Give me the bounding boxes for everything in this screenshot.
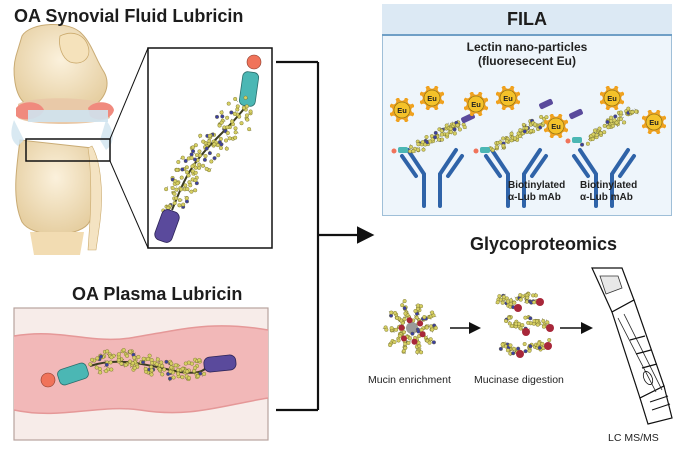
fila-header-bar (382, 4, 672, 36)
enrich-arm-1 (415, 323, 438, 333)
knee-joint-illustration (11, 23, 149, 255)
fila-title: FILA (507, 9, 547, 29)
digest-bead-2 (536, 298, 544, 306)
step-mucinase-digestion: Mucinase digestion (474, 374, 564, 386)
synovial-title: OA Synovial Fluid Lubricin (14, 6, 244, 26)
lc-msms-instrument (591, 267, 673, 425)
enrich-bead-5 (406, 317, 413, 324)
plasma-vessel-box (13, 307, 269, 441)
enrich-bead-3 (400, 335, 407, 342)
step-lc-msms: LC MS/MS (608, 432, 659, 444)
digest-bead-4 (546, 324, 554, 332)
digest-fragment-6 (522, 338, 552, 354)
enrich-bead-2 (411, 338, 418, 345)
glycoproteomics-title: Glycoproteomics (470, 234, 618, 254)
step-mucin-enrichment: Mucin enrichment (368, 374, 451, 386)
mab-label-2: Biotinylated α-Lub mAb (580, 180, 637, 204)
enrich-bead-6 (417, 320, 424, 327)
digest-bead-1 (514, 304, 522, 312)
digest-bead-5 (516, 350, 524, 358)
mab-label-1: Biotinylated α-Lub mAb (508, 180, 565, 204)
mab-label-2-line1: Biotinylated (580, 180, 638, 191)
digest-bead-6 (544, 342, 552, 350)
fila-subtitle-line2: (fluoresecent Eu) (477, 54, 576, 68)
mab-label-1-line1: Biotinylated (508, 180, 566, 191)
digest-fragment-2 (514, 291, 541, 306)
synovial-glycan-chains (161, 95, 253, 220)
synovial-lubricin-molecule (154, 54, 262, 243)
enrich-arm-4 (401, 333, 412, 354)
enrich-bead-4 (398, 324, 405, 331)
mucinase-digestion-fragments (495, 291, 554, 358)
plasma-lubricin-molecule (40, 348, 237, 388)
enrich-arm-9 (411, 303, 424, 323)
mucin-enrichment-cluster (382, 299, 438, 356)
plasma-glycan-chains (88, 348, 211, 382)
mab-label-1-line2: α-Lub mAb (508, 192, 561, 203)
fila-subtitle-line1: Lectin nano-particles (466, 40, 588, 54)
enrich-bead-1 (419, 331, 426, 338)
digest-bead-3 (522, 328, 530, 336)
fila-subtitle: Lectin nano-particles (fluoresecent Eu) (382, 40, 672, 68)
enrich-arm-8 (400, 299, 412, 321)
enrich-arm-5 (388, 330, 407, 348)
plasma-title: OA Plasma Lubricin (72, 284, 243, 304)
enrich-arm-7 (388, 310, 407, 325)
mab-label-2-line2: α-Lub mAb (580, 192, 633, 203)
connector-lines (276, 60, 375, 412)
